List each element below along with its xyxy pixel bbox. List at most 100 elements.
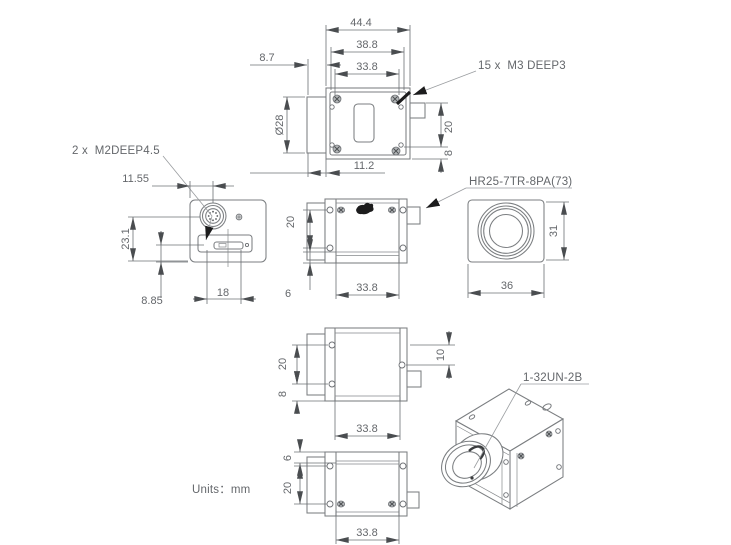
hr25-leader	[425, 187, 467, 209]
dim-slot-to-bottom	[156, 231, 204, 298]
rear-panel	[197, 234, 253, 253]
dim-body-width	[467, 264, 545, 298]
dim-flange-height	[294, 439, 336, 476]
top-plate	[329, 91, 407, 156]
top-window	[353, 103, 375, 143]
side-connector	[409, 102, 426, 119]
dim-text-36: 36	[501, 280, 513, 292]
thread-glint	[468, 445, 485, 460]
units-note: Units：mm	[192, 484, 250, 496]
lens-ring	[480, 205, 532, 257]
lens-barrel	[306, 456, 326, 514]
dim-plate-length	[330, 47, 405, 90]
dim-mount-hole-pitch	[193, 250, 256, 304]
torx-screws	[332, 94, 401, 156]
dim-connector-offset	[152, 181, 234, 203]
m2-leader	[162, 155, 214, 241]
thread-leader	[473, 383, 522, 469]
dim-text-d28: Ø28	[274, 115, 286, 136]
dim-hole-pitch-right	[404, 102, 448, 173]
iso-lens	[441, 433, 504, 488]
rear-screw	[235, 213, 243, 221]
lens-opening	[452, 451, 482, 479]
lens-ring-outer	[477, 202, 535, 260]
lens-opening	[488, 213, 524, 249]
dim-text-11-2: 11.2	[354, 160, 375, 172]
dim-body-height	[546, 201, 569, 261]
card-slot	[213, 241, 244, 250]
m2-callout: 2 x M2DEEP4.5	[72, 145, 160, 157]
m3-callout: 15 x M3 DEEP3	[478, 60, 566, 72]
io-connector	[406, 206, 421, 225]
dim-text-33-8-c: 33.8	[356, 527, 377, 539]
front-body	[467, 199, 545, 263]
lens-barrel	[306, 333, 326, 396]
iso-view: 1-32UN-2B	[441, 372, 589, 510]
dim-hole-span	[335, 510, 400, 544]
dim-connector-height	[128, 216, 200, 262]
iso-screw-holes	[468, 400, 562, 498]
side-view-middle: 20 8 10 33.8	[277, 327, 455, 440]
rear-screw-center	[237, 215, 241, 219]
leader-dot	[470, 476, 474, 480]
dim-lens-diameter	[283, 96, 305, 154]
dim-text-20-a: 20	[285, 216, 297, 228]
dim-text-8-b: 8	[277, 391, 289, 397]
dim-hole-span	[335, 258, 400, 299]
screw-holes	[328, 341, 406, 388]
dim-text-10: 10	[435, 349, 447, 361]
dim-text-8-85: 8.85	[141, 295, 162, 307]
torx-screws	[336, 500, 396, 508]
dim-hole-pitch	[294, 465, 327, 505]
connector-pins	[207, 210, 219, 222]
serial-label-mark	[356, 202, 374, 215]
m3-leader	[412, 70, 477, 96]
dim-text-33-8-a: 33.8	[356, 282, 377, 294]
dim-text-33-8-b: 33.8	[356, 423, 377, 435]
dim-text-44-4: 44.4	[350, 17, 371, 29]
slot-notch	[218, 243, 227, 248]
dim-text-33-8-top: 33.8	[356, 61, 377, 73]
dim-text-20-top: 20	[443, 121, 455, 133]
screw-holes	[326, 206, 407, 252]
dim-text-8-top: 8	[443, 150, 455, 156]
dim-hole-span	[334, 397, 401, 440]
dim-text-8-7: 8.7	[259, 52, 274, 64]
dim-text-18: 18	[217, 287, 229, 299]
iso-top-bump	[542, 403, 552, 411]
dim-hole-to-edge	[292, 371, 325, 414]
torx-screws	[336, 206, 396, 214]
dim-lens-offset	[250, 59, 341, 95]
dim-lens-protrusion	[250, 153, 385, 177]
front-view: HR25-7TR-8PA(73) 31 36	[466, 176, 572, 298]
dim-text-20-b: 20	[277, 358, 289, 370]
side-view-bottom: 6 20 33.8	[282, 439, 420, 544]
dim-text-6-a: 6	[285, 288, 291, 300]
dim-connector-offset	[406, 331, 455, 379]
side-view-top: 20 6 33.8	[285, 187, 467, 300]
m3-screw-mark	[395, 90, 412, 106]
dim-overall-length	[325, 25, 411, 86]
top-view: 44.4 38.8 33.8 8.7 Ø28 11.2	[250, 17, 566, 177]
lens-front	[441, 440, 491, 488]
iso-torx-screws	[517, 430, 553, 460]
dim-text-31: 31	[548, 225, 560, 237]
dim-text-20-c: 20	[282, 482, 294, 494]
camera-body	[324, 327, 408, 402]
lens-barrel	[306, 96, 327, 154]
lens-ring-inner	[483, 208, 529, 254]
dim-text-38-8: 38.8	[356, 39, 377, 51]
rear-view: 2 x M2DEEP4.5 11.55 23.1 8.85 18	[72, 145, 267, 307]
hr25-callout: HR25-7TR-8PA(73)	[469, 176, 572, 188]
screw-holes	[326, 462, 407, 508]
thread-callout: 1-32UN-2B	[523, 372, 582, 384]
led-hole	[244, 242, 250, 248]
io-connector	[406, 491, 420, 509]
screw-holes	[329, 104, 404, 148]
io-connector	[406, 370, 422, 388]
dim-flange-height	[303, 239, 336, 290]
dim-text-6-c: 6	[282, 455, 294, 461]
dim-hole-span-top	[334, 69, 400, 95]
